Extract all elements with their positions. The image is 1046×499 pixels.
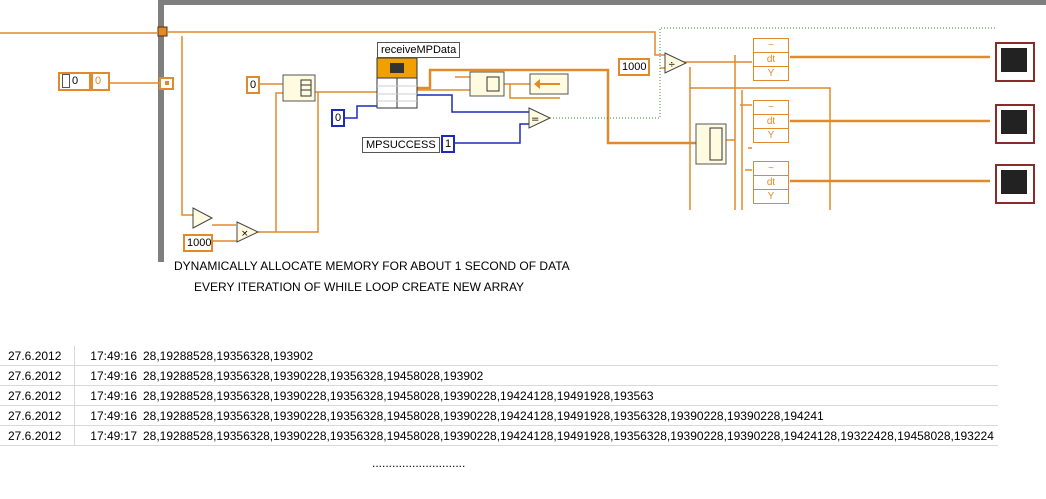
date-cell: 27.6.2012: [0, 365, 75, 386]
shift-register-tunnel: [157, 26, 168, 37]
date-cell: 27.6.2012: [0, 405, 75, 426]
values-cell: 28,19288528,19356328,19390228,19356328,1…: [139, 385, 998, 406]
svg-text:÷: ÷: [668, 60, 676, 70]
waveform-icon: ~: [754, 101, 788, 115]
build-waveform-2: ~ dt Y: [753, 100, 789, 143]
time-cell: 17:49:16: [74, 385, 139, 406]
table-row: 27.6.2012 17:49:16 28,19288528,19356328,…: [0, 346, 998, 366]
equal-node: =: [528, 107, 552, 129]
time-cell: 17:49:16: [74, 346, 139, 366]
divide-node-left: [192, 207, 214, 229]
build-array-node: [469, 71, 505, 97]
values-cell: 28,19288528,19356328,19390228,19356328,1…: [139, 425, 998, 446]
build-waveform-1: ~ dt Y: [753, 38, 789, 81]
svg-text:=: =: [531, 114, 539, 125]
init-zero-constant[interactable]: 0: [246, 76, 260, 94]
caption-line-1: DYNAMICALLY ALLOCATE MEMORY FOR ABOUT 1 …: [174, 259, 570, 273]
initialize-array-node: [282, 74, 316, 102]
divide-node-right: ÷: [664, 52, 688, 74]
svg-text:×: ×: [241, 229, 249, 239]
receive-mp-data-label: receiveMPData: [377, 42, 461, 58]
table-row: 27.6.2012 17:49:16 28,19288528,19356328,…: [0, 405, 998, 426]
caption-line-2: EVERY ITERATION OF WHILE LOOP CREATE NEW…: [194, 280, 525, 294]
date-cell: 27.6.2012: [0, 425, 75, 446]
time-cell: 17:49:16: [74, 365, 139, 386]
waveform-graph-icon-2[interactable]: [995, 104, 1035, 144]
blue-zero-constant[interactable]: 0: [331, 109, 345, 127]
index-array-node: [695, 123, 727, 165]
waveform-icon: ~: [754, 162, 788, 176]
values-cell: 28,19288528,19356328,19390228,19356328,1…: [139, 365, 998, 386]
boolean-wire: [550, 27, 995, 119]
feedback-node: [529, 73, 569, 95]
multiply-node: ×: [236, 221, 260, 243]
waveform-graph-icon-3[interactable]: [995, 164, 1035, 204]
loop-index-ghost: 0: [91, 72, 110, 91]
blue-wires: [344, 94, 530, 144]
build-waveform-3: ~ dt Y: [753, 161, 789, 204]
bottom-1000-constant[interactable]: 1000: [183, 234, 213, 252]
receive-mp-data-node: [376, 57, 418, 109]
table-row: 27.6.2012 17:49:16 28,19288528,19356328,…: [0, 365, 998, 386]
date-cell: 27.6.2012: [0, 385, 75, 406]
ellipsis-text: ............................: [372, 456, 466, 470]
waveform-graph-icon-1[interactable]: [995, 42, 1035, 82]
blue-one-constant[interactable]: 1: [441, 135, 455, 153]
values-cell: 28,19288528,19356328,19390228,19356328,1…: [139, 405, 998, 426]
wire-canvas: × = ÷: [0, 0, 1046, 262]
table-row: 27.6.2012 17:49:17 28,19288528,19356328,…: [0, 425, 998, 446]
while-loop-frame: [158, 0, 1046, 262]
time-cell: 17:49:16: [74, 405, 139, 426]
mp-success-label: MPSUCCESS: [362, 137, 440, 153]
ms-1000-constant[interactable]: 1000: [618, 58, 650, 76]
date-cell: 27.6.2012: [0, 346, 75, 366]
table-row: 27.6.2012 17:49:16 28,19288528,19356328,…: [0, 385, 998, 406]
waveform-icon: ~: [754, 39, 788, 53]
values-cell: 28,19288528,19356328,193902: [139, 346, 998, 366]
loop-index-zero[interactable]: 0: [58, 72, 91, 91]
time-cell: 17:49:17: [74, 425, 139, 446]
numeric-arrow-icon: [62, 74, 70, 89]
log-table: 27.6.2012 17:49:16 28,19288528,19356328,…: [0, 346, 998, 446]
orange-wires: [0, 31, 831, 242]
block-diagram: × = ÷: [0, 0, 1046, 294]
